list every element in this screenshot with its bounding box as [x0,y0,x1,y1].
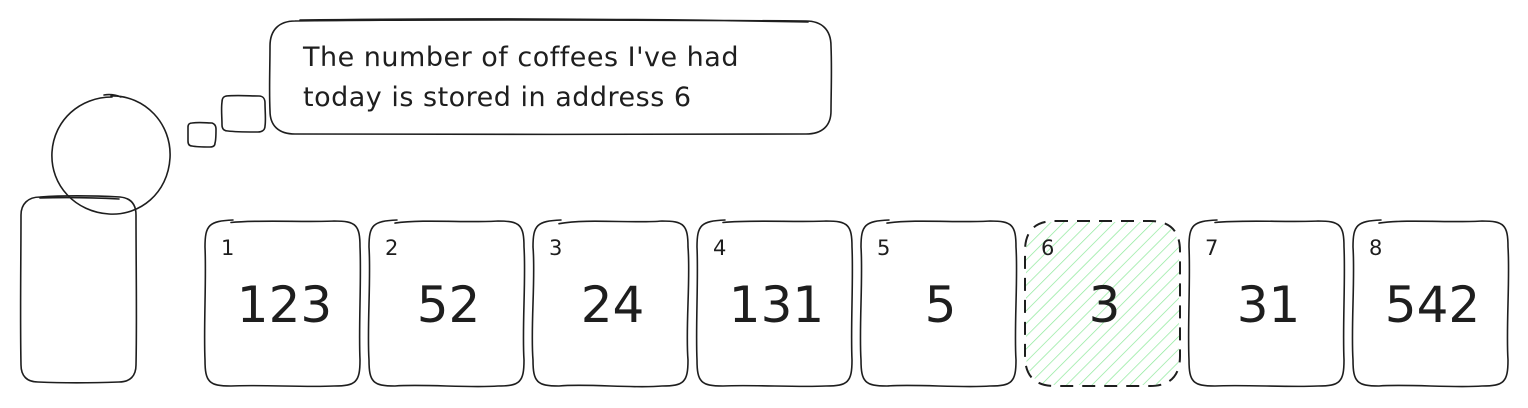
memory-cell-value: 31 [1237,276,1301,334]
memory-cell-5: 55 [859,219,1018,388]
memory-cell-address: 5 [877,236,890,260]
memory-cell-address: 7 [1205,236,1218,260]
memory-cell-border [859,219,1018,388]
memory-cell-address: 6 [1041,236,1054,260]
memory-cell-address: 3 [549,236,562,260]
thought-bubble: The number of coffees I've had today is … [187,18,833,148]
person-figure [19,93,171,384]
memory-cell-border [531,219,690,388]
memory-cell-address: 1 [221,236,234,260]
memory-cell-border [1187,219,1346,388]
person-head [51,93,171,215]
thought-text-line-1: The number of coffees I've had [302,42,739,73]
memory-cell-value: 52 [417,276,481,334]
memory-cell-highlight-fill [1026,222,1179,385]
memory-cell-value: 131 [729,276,824,334]
memory-cell-value: 24 [581,276,645,334]
memory-cell-6: 63 [1024,220,1181,387]
memory-cell-value: 542 [1385,276,1480,334]
memory-cell-address: 8 [1369,236,1382,260]
thought-dot-large [220,94,267,133]
memory-cell-address: 4 [713,236,726,260]
memory-cell-3: 3 24 [531,219,690,388]
person-body [19,195,138,384]
memory-cell-7: 7 31 [1187,219,1346,388]
memory-cell-value: 5 [925,276,957,334]
memory-cell-address: 2 [385,236,398,260]
memory-cell-value: 123 [237,276,332,334]
memory-cell-border [203,219,362,388]
thought-text-line-2: today is stored in address 6 [303,82,692,113]
memory-cell-border [367,219,526,388]
memory-cell-border-dashed [1024,220,1181,387]
thought-dot-small [187,121,217,148]
memory-cell-border [695,219,854,388]
memory-cell-border [1351,219,1510,388]
memory-cell-value: 3 [1089,276,1121,334]
thought-cloud [268,18,833,136]
memory-cell-2: 2 52 [367,219,526,388]
